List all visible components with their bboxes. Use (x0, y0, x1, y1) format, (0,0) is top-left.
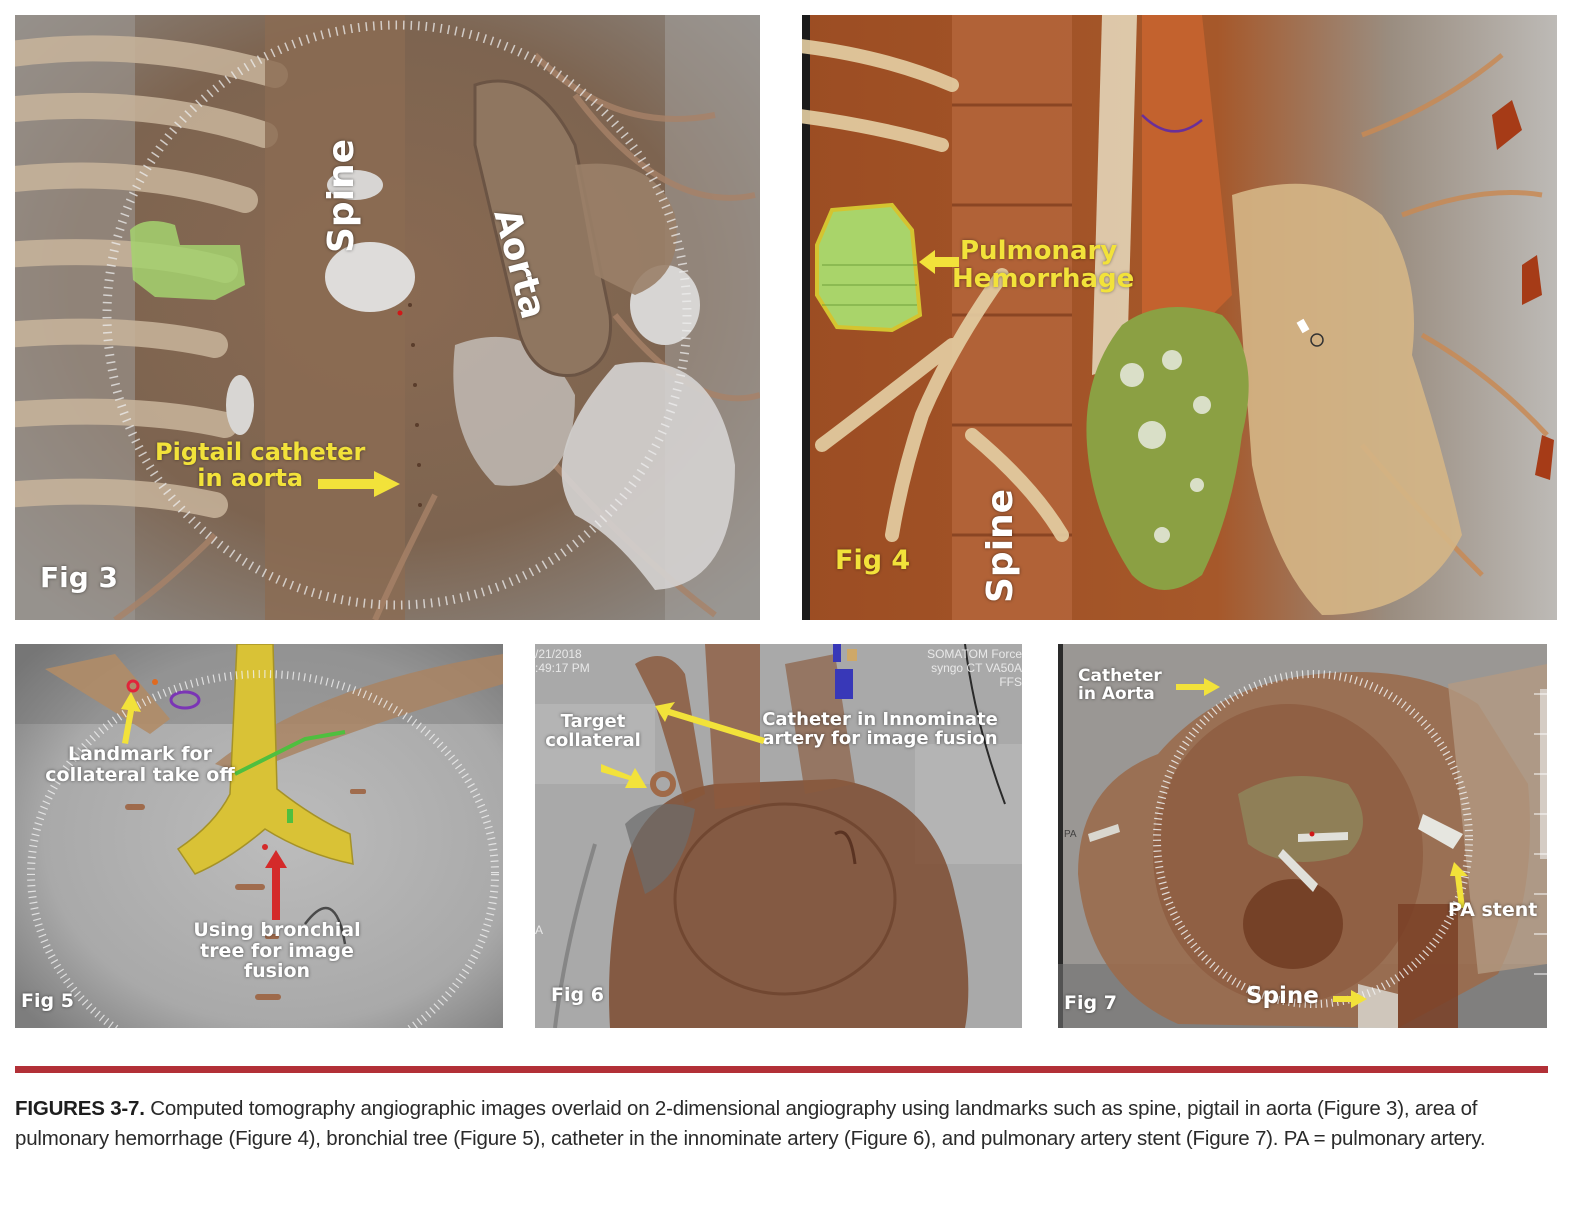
yellow-arrow-icon (655, 702, 765, 744)
spine-label: Spine (1246, 983, 1319, 1009)
pa-marker: PA (1064, 829, 1077, 840)
red-arrow-icon (265, 850, 287, 920)
figure-label: Fig 5 (21, 990, 74, 1012)
yellow-arrow-icon (1176, 678, 1220, 696)
yellow-arrow-icon (318, 471, 400, 497)
figure-7-panel: PA Catheter in Aorta PA stent Spine Fig … (1058, 644, 1547, 1028)
ct-angiography-image (802, 15, 1557, 620)
figure-4-panel: Pulmonary Hemorrhage Spine Fig 4 (802, 15, 1557, 620)
target-collateral-label: Target collateral (545, 711, 641, 752)
catheter-aorta-label: Catheter in Aorta (1078, 666, 1162, 705)
ct-angiography-image (535, 644, 1022, 1028)
caption-lead: FIGURES 3-7. (15, 1097, 145, 1120)
figure-6-panel: /21/2018 :49:17 PM SOMATOM Force syngo C… (535, 644, 1022, 1028)
spine-label: Spine (321, 138, 362, 253)
ct-angiography-image (1058, 644, 1547, 1028)
side-marker: A (535, 923, 544, 937)
figure-caption: FIGURES 3-7. Computed tomography angiogr… (15, 1094, 1555, 1154)
landmark-label: Landmark for collateral take off (45, 743, 235, 786)
figure-label: Fig 7 (1064, 992, 1117, 1014)
caption-text: Computed tomography angiographic images … (15, 1097, 1486, 1150)
figure-5-panel: Landmark for collateral take off Using b… (15, 644, 503, 1028)
pigtail-catheter-label: Pigtail catheter in aorta (155, 438, 366, 492)
figure-3-panel: Spine Aorta Pigtail catheter in aorta Fi… (15, 15, 760, 620)
scanner-info: SOMATOM Force syngo CT VA50A FFS (927, 647, 1022, 689)
yellow-arrow-icon (601, 764, 647, 788)
pa-stent-label: PA stent (1448, 899, 1538, 921)
yellow-arrow-icon (919, 250, 959, 274)
spine-label: Spine (980, 488, 1021, 603)
figure-label: Fig 4 (835, 545, 911, 576)
acquisition-date-time: /21/2018 :49:17 PM (535, 647, 590, 675)
figure-label: Fig 6 (551, 984, 604, 1006)
yellow-arrow-icon (1450, 862, 1468, 908)
ct-angiography-image (15, 644, 503, 1028)
figure-label: Fig 3 (40, 561, 118, 594)
yellow-arrow-icon (1333, 990, 1367, 1008)
catheter-innominate-label: Catheter in Innominate artery for image … (762, 709, 998, 750)
caption-divider-rule (15, 1066, 1548, 1073)
yellow-arrow-icon (121, 692, 141, 744)
pulmonary-hemorrhage-label: Pulmonary Hemorrhage (952, 236, 1135, 295)
bronchial-tree-label: Using bronchial tree for image fusion (193, 919, 361, 983)
ct-angiography-image (15, 15, 760, 620)
